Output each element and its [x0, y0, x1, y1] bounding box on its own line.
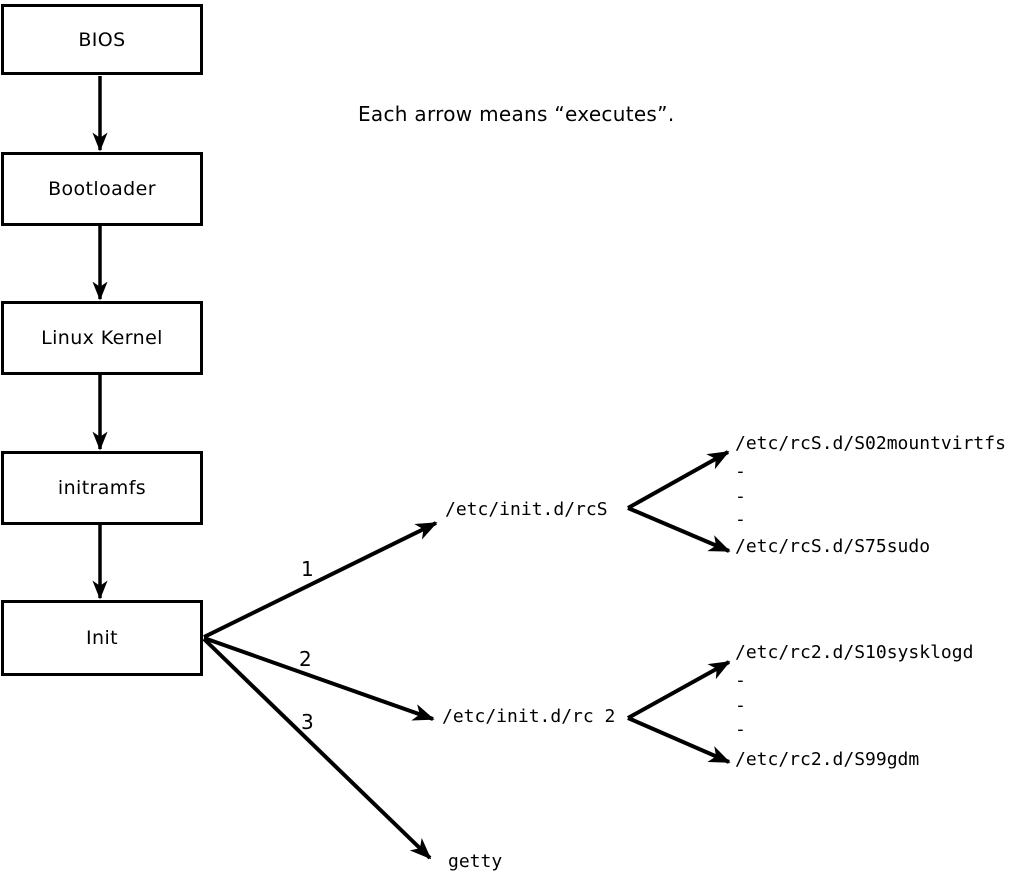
- arrow-init-to-rcs: [203, 521, 438, 639]
- node-bios: BIOS: [1, 4, 203, 75]
- ellipsis-dash: -: [735, 670, 746, 691]
- ellipsis-dash: -: [735, 461, 746, 482]
- arrow-label-2: 2: [299, 647, 312, 671]
- target-getty: getty: [448, 851, 503, 872]
- arrow-rcs-to-s75sudo: [627, 506, 731, 553]
- arrow-init-to-getty: [202, 637, 432, 860]
- arrow-label-1: 1: [301, 557, 314, 581]
- script-s99gdm: /etc/rc2.d/S99gdm: [735, 749, 920, 770]
- arrow-rc2-to-s99gdm: [627, 716, 731, 764]
- ellipsis-dash: -: [735, 695, 746, 716]
- node-bootloader: Bootloader: [1, 152, 203, 226]
- arrow-rc2-to-s10sysklogd: [627, 660, 731, 720]
- ellipsis-dash: -: [735, 719, 746, 740]
- node-init: Init: [1, 600, 203, 676]
- target-init-d-rc2: /etc/init.d/rc 2: [442, 706, 616, 727]
- caption-text: Each arrow means “executes”.: [358, 102, 675, 126]
- ellipsis-dash: -: [735, 509, 746, 530]
- script-s02mountvirtfs: /etc/rcS.d/S02mountvirtfs: [735, 433, 1006, 454]
- ellipsis-dash: -: [735, 486, 746, 507]
- script-s75sudo: /etc/rcS.d/S75sudo: [735, 536, 931, 557]
- node-initramfs: initramfs: [1, 451, 203, 525]
- target-init-d-rcs: /etc/init.d/rcS: [445, 499, 608, 520]
- arrow-rcs-to-s02mountvirtfs: [627, 450, 730, 510]
- script-s10sysklogd: /etc/rc2.d/S10sysklogd: [735, 642, 974, 663]
- arrow-label-3: 3: [301, 710, 314, 734]
- arrow-init-to-rc2: [203, 636, 435, 721]
- node-linux-kernel: Linux Kernel: [1, 301, 203, 375]
